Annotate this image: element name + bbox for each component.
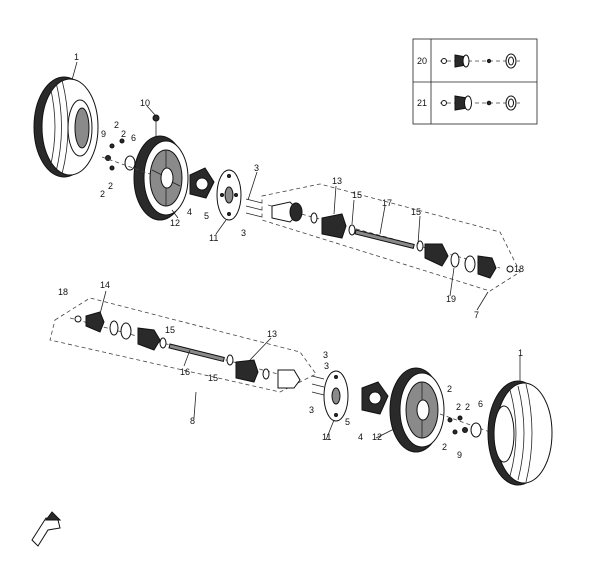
label-fastener-lower-d: 2: [442, 442, 447, 452]
leader-lines: [71, 61, 521, 441]
hub-upper: [189, 167, 215, 199]
inset-row-b-parts: [440, 95, 520, 111]
label-clamp-lower-a: 15: [165, 325, 175, 335]
small-fasteners-upper-left: [101, 138, 151, 175]
label-fastener-lower-a: 2: [447, 384, 452, 394]
tire-upper-left: [33, 76, 99, 178]
rim-lower: [389, 367, 445, 453]
rear-axle-assembly: [69, 311, 301, 389]
label-tire-upper: 1: [74, 52, 79, 62]
label-rim-upper: 12: [170, 218, 180, 228]
inset-legend-box: 20 21: [412, 38, 538, 125]
label-disc-lower: 11: [322, 432, 331, 442]
label-front-axle: 7: [474, 310, 479, 320]
front-axle-assembly: [267, 201, 514, 279]
brake-disc-upper: [216, 169, 242, 221]
label-cv-lower: 13: [267, 329, 277, 339]
front-axle-boundary: [261, 183, 521, 292]
label-cap-upper: 6: [131, 133, 136, 143]
label-hub-seal-upper: 4: [187, 207, 192, 217]
label-rear-axle: 8: [190, 416, 195, 426]
label-fastener-lower-c: 2: [465, 402, 470, 412]
front-direction-arrow-icon: [31, 511, 62, 547]
label-clamp-upper-b: 15: [411, 207, 421, 217]
label-pin-lower: 9: [457, 450, 462, 460]
label-hub-seal-lower: 4: [358, 432, 363, 442]
label-circlip-upper: 18: [514, 264, 524, 274]
label-tire-lower: 1: [518, 348, 523, 358]
label-rim-lower: 12: [372, 432, 382, 442]
label-fastener-upper-d: 2: [108, 181, 113, 191]
inset-row-a-parts: [440, 53, 520, 69]
label-pin-upper: 9: [101, 129, 106, 139]
small-fasteners-lower-right: [439, 413, 491, 438]
label-fastener-lower-b: 2: [456, 402, 461, 412]
label-shaft-left: 16: [180, 367, 190, 377]
part-number-labels: 1 10 9 2 2 6 2 2 12 4 5 11 3 3 13 15 17 …: [58, 52, 524, 460]
label-bolt-lower-c: 3: [309, 405, 314, 415]
label-fastener-upper-a: 2: [114, 120, 119, 130]
label-bolt-lower-b: 3: [324, 361, 329, 371]
valve-stem: [152, 114, 160, 138]
rim-upper: [133, 135, 189, 221]
rear-axle-boundary: [49, 297, 317, 393]
inset-row-b-label: 21: [417, 98, 427, 108]
label-circlip-lower: 18: [58, 287, 68, 297]
label-boot-lower: 14: [100, 280, 110, 290]
label-cv-upper: 13: [332, 176, 342, 186]
inset-row-a-label: 20: [417, 56, 427, 66]
label-bolt-upper-b: 3: [241, 228, 246, 238]
tire-lower-right: [487, 380, 553, 486]
brake-disc-lower: [323, 370, 349, 422]
label-disc-upper: 11: [209, 233, 218, 243]
label-clamp-upper-a: 15: [352, 190, 362, 200]
label-cap-lower: 6: [478, 399, 483, 409]
label-bolt-lower-a: 3: [323, 350, 328, 360]
label-nut-upper: 5: [204, 211, 209, 221]
label-clamp-lower-b: 15: [208, 373, 218, 383]
label-valve: 10: [140, 98, 150, 108]
label-fastener-upper-b: 2: [121, 129, 126, 139]
label-fastener-upper-c: 2: [100, 189, 105, 199]
label-shaft-right: 17: [382, 198, 392, 208]
label-nut-lower: 5: [345, 417, 350, 427]
bolts-lower: [311, 375, 325, 396]
hub-lower: [361, 381, 389, 415]
label-boot-kit: 19: [446, 294, 456, 304]
bolts-upper: [245, 198, 263, 218]
label-bolt-upper-a: 3: [254, 163, 259, 173]
